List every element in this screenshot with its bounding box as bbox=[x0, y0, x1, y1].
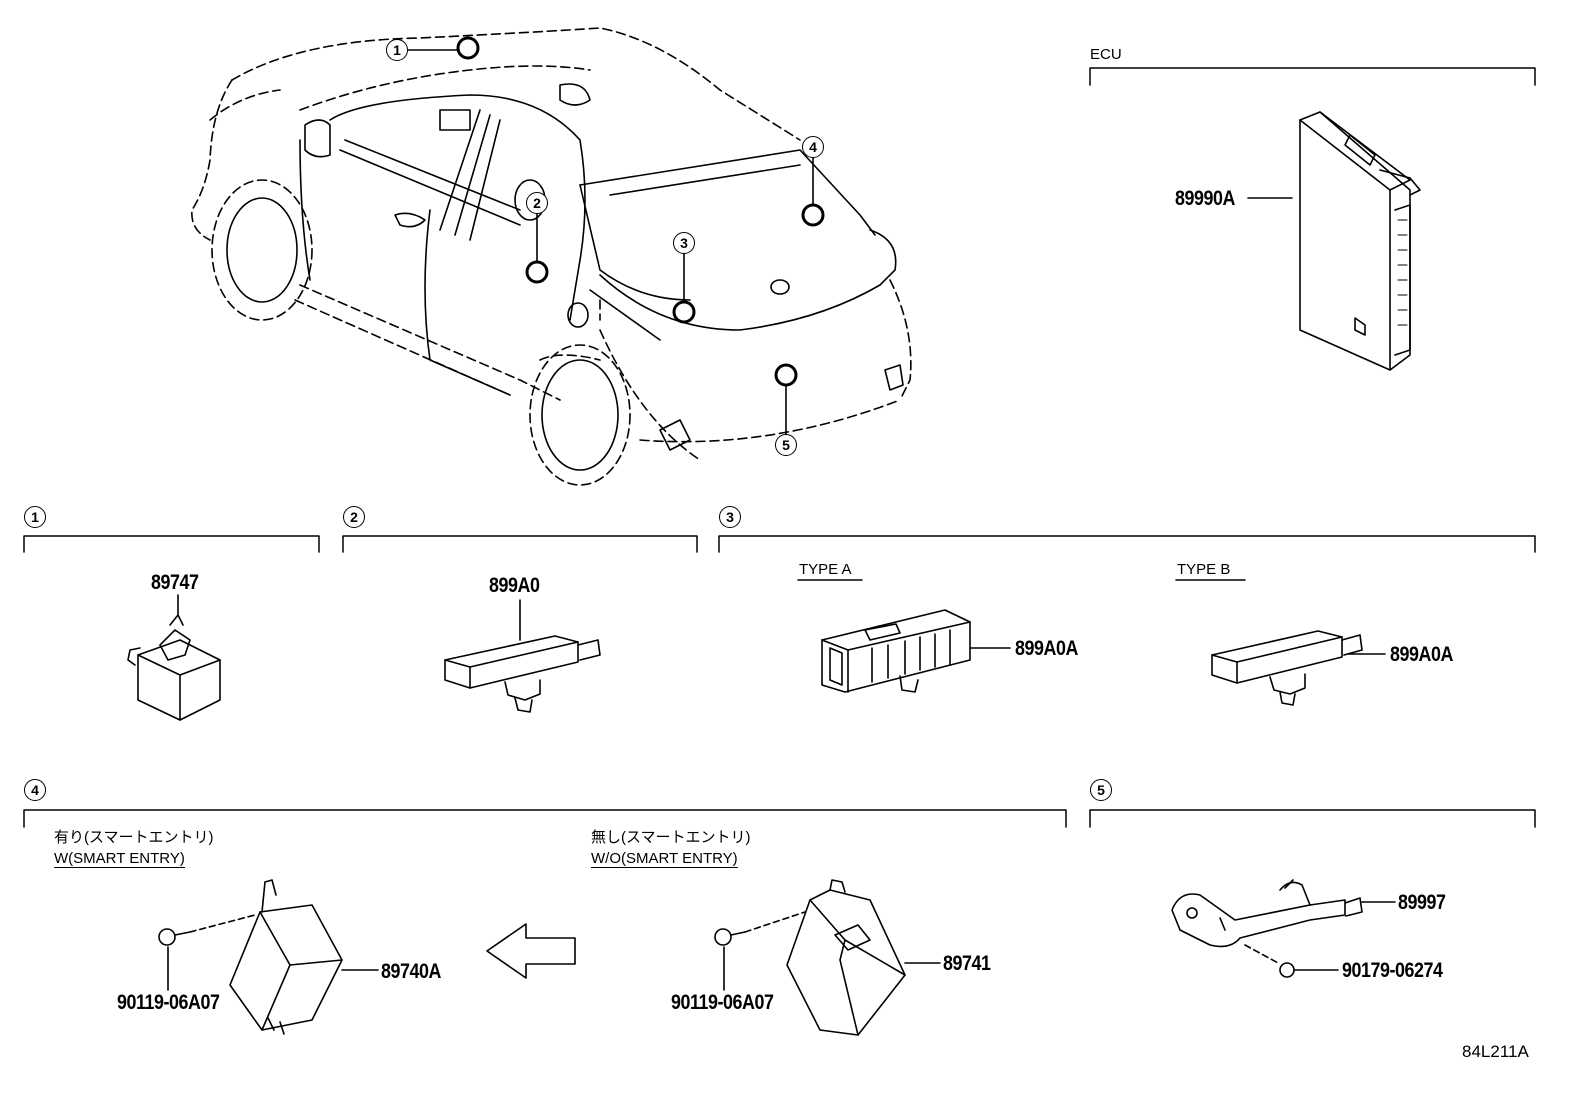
part-number-89740A: 89740A bbox=[381, 960, 441, 983]
vehicle-illustration bbox=[191, 27, 912, 486]
part-number-899A0A-type-a: 899A0A bbox=[1015, 637, 1078, 660]
part-number-89741: 89741 bbox=[943, 952, 991, 975]
part-89997-drawing bbox=[1171, 879, 1396, 978]
replacement-arrow bbox=[486, 923, 576, 979]
callout-3: 3 bbox=[673, 232, 695, 254]
section-brackets bbox=[23, 67, 1536, 828]
type-a-label: TYPE A bbox=[799, 561, 852, 578]
callout-5: 5 bbox=[775, 434, 797, 456]
callout-2: 2 bbox=[526, 192, 548, 214]
with-smart-entry-jp: 有り(スマートエントリ) bbox=[54, 829, 214, 846]
without-smart-entry-label: W/O(SMART ENTRY) bbox=[591, 850, 738, 868]
section-2-number: 2 bbox=[343, 506, 365, 528]
part-number-bolt-left: 90119-06A07 bbox=[117, 991, 220, 1014]
part-number-ecu: 89990A bbox=[1175, 187, 1235, 210]
part-number-899A0: 899A0 bbox=[489, 574, 540, 597]
part-899A0A-type-b-drawing bbox=[1211, 630, 1386, 706]
section-3-number: 3 bbox=[719, 506, 741, 528]
part-number-nut: 90179-06274 bbox=[1342, 959, 1443, 982]
section-1-number: 1 bbox=[24, 506, 46, 528]
part-899A0-drawing bbox=[444, 599, 601, 713]
without-smart-entry-jp: 無し(スマートエントリ) bbox=[591, 829, 751, 846]
section-5-number: 5 bbox=[1090, 779, 1112, 801]
sensor-locations bbox=[406, 36, 825, 435]
part-number-89747: 89747 bbox=[151, 571, 199, 594]
figure-id: 84L211A bbox=[1462, 1042, 1529, 1061]
part-number-89997: 89997 bbox=[1398, 891, 1446, 914]
ecu-header: ECU bbox=[1090, 46, 1122, 63]
part-number-899A0A-type-b: 899A0A bbox=[1390, 643, 1453, 666]
part-number-bolt-right: 90119-06A07 bbox=[671, 991, 774, 1014]
part-89740A-drawing bbox=[158, 879, 379, 1035]
type-b-label: TYPE B bbox=[1177, 561, 1231, 578]
part-89747-drawing bbox=[127, 594, 221, 721]
with-smart-entry-label: W(SMART ENTRY) bbox=[54, 850, 185, 868]
section-4-number: 4 bbox=[24, 779, 46, 801]
ecu-module bbox=[1247, 111, 1421, 371]
part-899A0A-type-a-drawing bbox=[821, 609, 1011, 693]
callout-4: 4 bbox=[802, 136, 824, 158]
part-89741-drawing bbox=[714, 879, 941, 1036]
callout-1: 1 bbox=[386, 39, 408, 61]
